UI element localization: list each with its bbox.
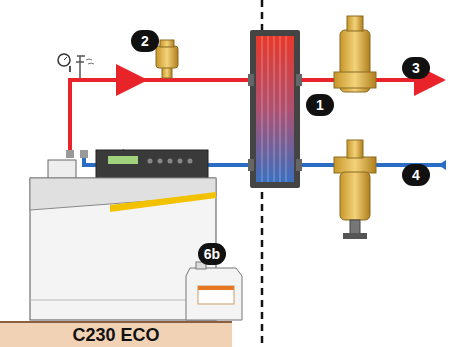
callout-number: 1 xyxy=(306,94,334,116)
callout-number: 2 xyxy=(131,30,159,52)
model-name: C230 ECO xyxy=(72,325,159,346)
callout-number: 6b xyxy=(198,243,226,265)
callout-number: 3 xyxy=(402,57,430,79)
floor-band: C230 ECO xyxy=(0,323,232,347)
callout-number: 4 xyxy=(402,164,430,186)
